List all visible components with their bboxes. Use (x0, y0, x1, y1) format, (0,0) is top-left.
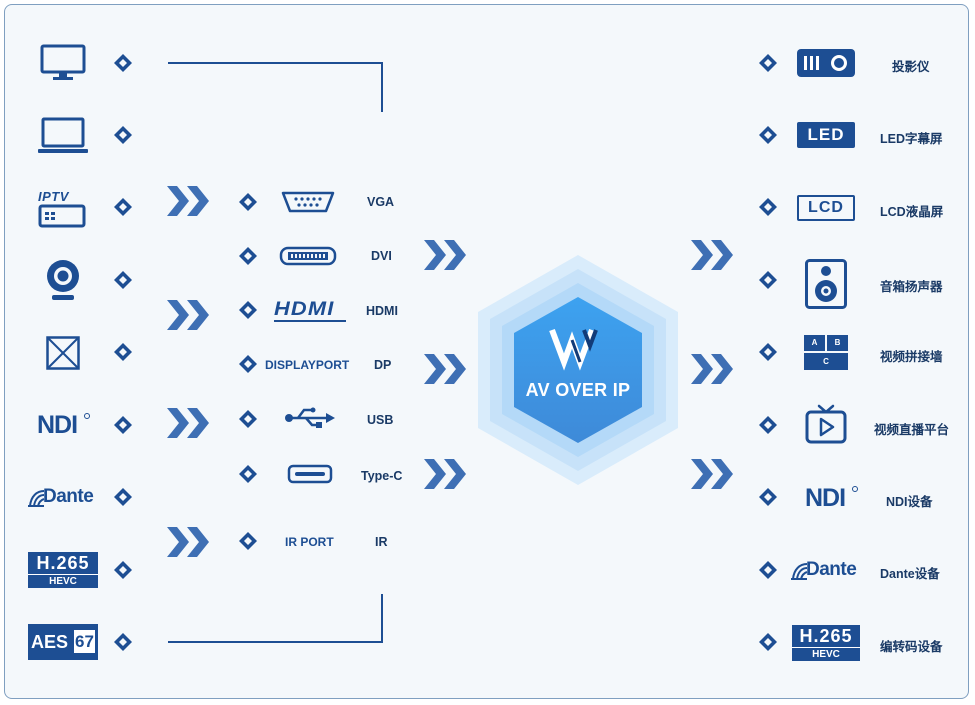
type-c-port-icon (287, 464, 333, 484)
output-label-dante: Dante设备 (880, 567, 940, 581)
interface-label-usb: USB (367, 413, 394, 427)
diamond-connector-right-7 (759, 488, 777, 506)
flow-chevron-right-2 (691, 354, 733, 384)
diamond-connector-right-4 (759, 271, 777, 289)
diamond-connector-right-6 (759, 416, 777, 434)
vga-port-icon (281, 191, 335, 213)
diamond-connector-right-5 (759, 343, 777, 361)
led-badge: LED (797, 122, 855, 148)
flow-chevron-left-4 (167, 527, 209, 557)
output-label-live: 视频直播平台 (874, 423, 950, 437)
video-wall-cell-c: C (804, 353, 848, 370)
video-wall-icon: A B C (804, 335, 848, 370)
flow-chevron-left-1 (167, 186, 209, 216)
flow-chevron-center-3 (424, 459, 466, 489)
output-label-led: LED字幕屏 (880, 132, 943, 146)
output-label-speaker: 音箱扬声器 (880, 280, 943, 294)
h265-logo-right: H.265 HEVC (792, 625, 860, 661)
hevc-text: HEVC (28, 575, 98, 588)
interface-label-dp: DP (374, 358, 392, 372)
interface-label-type-c: Type-C (361, 469, 403, 483)
ndi-registered-mark-right (852, 486, 858, 492)
flow-chevron-center-2 (424, 354, 466, 384)
diamond-connector-left-1 (114, 54, 132, 72)
diamond-connector-right-2 (759, 126, 777, 144)
usb-icon (285, 407, 335, 428)
output-label-projector: 投影仪 (892, 60, 930, 74)
diamond-connector-interface-5 (239, 410, 257, 428)
hdmi-logo: HDMI (274, 300, 352, 323)
h265-logo: H.265 HEVC (28, 552, 98, 588)
video-wall-cell-a: A (804, 335, 825, 351)
interface-label-hdmi: HDMI (366, 304, 398, 318)
lcd-badge: LCD (797, 195, 855, 221)
h265-text: H.265 (28, 552, 98, 574)
av-over-ip-title: AV OVER IP (525, 380, 631, 400)
diamond-connector-left-9 (114, 633, 132, 651)
diamond-connector-interface-6 (239, 465, 257, 483)
diamond-connector-left-6 (114, 416, 132, 434)
video-wall-cell-b: B (827, 335, 848, 351)
displayport-text: DISPLAYPORT (265, 358, 350, 372)
top-bracket-line (168, 62, 383, 112)
diamond-connector-left-4 (114, 271, 132, 289)
iptv-icon: IPTV (38, 190, 86, 228)
diamond-connector-right-8 (759, 561, 777, 579)
flow-chevron-right-1 (691, 240, 733, 270)
diamond-connector-right-1 (759, 54, 777, 72)
ir-port-text: IR PORT (285, 535, 334, 549)
ndi-logo: NDI (37, 411, 78, 439)
aes-67-text: 67 (74, 630, 95, 653)
ndi-registered-mark (84, 413, 90, 419)
w-logo (549, 328, 598, 371)
interface-label-dvi: DVI (371, 249, 392, 263)
output-label-lcd: LCD液晶屏 (880, 205, 944, 219)
output-label-codec: 编转码设备 (880, 640, 943, 654)
monitor-icon (40, 44, 86, 80)
output-label-video-wall: 视频拼接墙 (880, 350, 943, 364)
dvi-port-icon (279, 246, 337, 266)
dante-text: Dante (806, 559, 857, 580)
flow-chevron-left-3 (167, 408, 209, 438)
diamond-connector-interface-7 (239, 532, 257, 550)
projector-icon (797, 49, 855, 77)
diamond-connector-left-7 (114, 488, 132, 506)
diamond-connector-left-5 (114, 343, 132, 361)
speaker-icon (805, 259, 847, 309)
dante-swirl-icon (28, 490, 45, 507)
av-over-ip-hexagon (478, 255, 678, 485)
diamond-connector-right-9 (759, 633, 777, 651)
diamond-connector-interface-1 (239, 193, 257, 211)
diamond-connector-left-2 (114, 126, 132, 144)
flow-chevron-left-2 (167, 300, 209, 330)
bottom-bracket-line (168, 594, 383, 643)
aes-text: AES (31, 632, 69, 652)
live-tv-icon (805, 404, 847, 444)
diamond-connector-left-3 (114, 198, 132, 216)
ndi-logo-right: NDI (805, 484, 846, 512)
interface-label-vga: VGA (367, 195, 395, 209)
diamond-connector-interface-2 (239, 247, 257, 265)
output-label-ndi: NDI设备 (886, 495, 933, 509)
diamond-connector-interface-4 (239, 355, 257, 373)
diamond-connector-interface-3 (239, 301, 257, 319)
aes67-logo: AES 67 (28, 624, 98, 660)
flow-chevron-right-3 (691, 459, 733, 489)
placeholder-box-icon (46, 336, 80, 370)
diamond-connector-left-8 (114, 561, 132, 579)
flow-chevron-center-1 (424, 240, 466, 270)
dante-swirl-icon (791, 563, 808, 580)
dante-text: Dante (43, 486, 94, 507)
diamond-connector-right-3 (759, 198, 777, 216)
laptop-icon (38, 117, 88, 153)
hevc-text: HEVC (792, 648, 860, 661)
h265-text: H.265 (792, 625, 860, 647)
interface-label-ir: IR (375, 535, 388, 549)
webcam-icon (47, 260, 79, 300)
